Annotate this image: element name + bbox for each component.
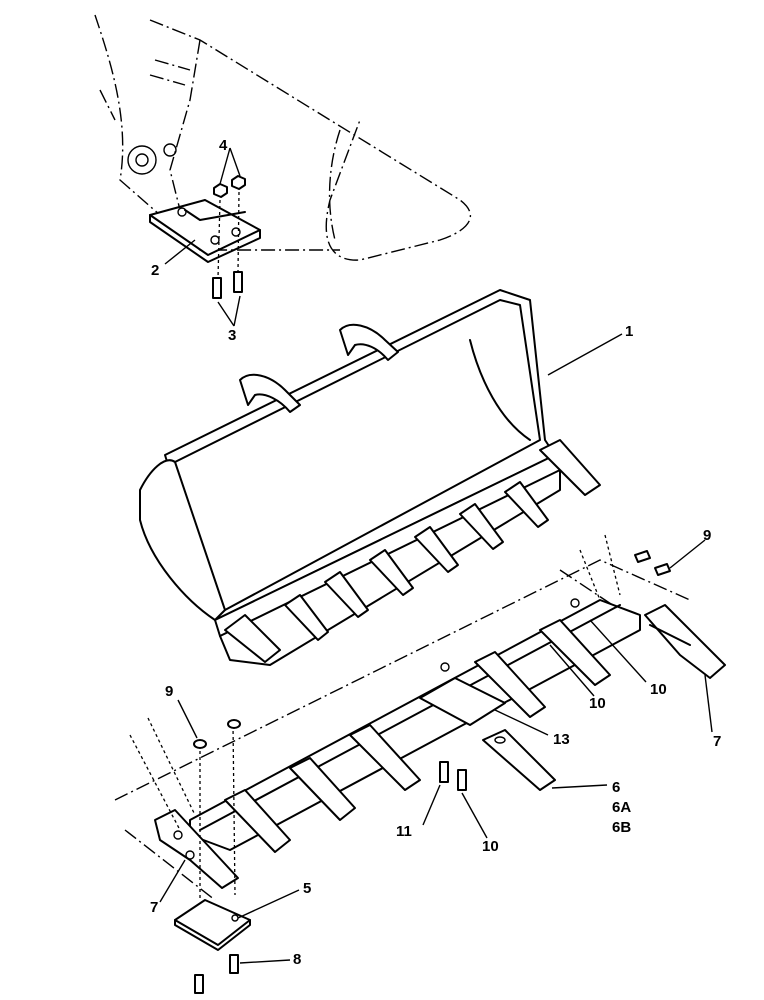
callout-1: 1 <box>625 323 633 340</box>
loader-arm-phantom <box>94 14 472 261</box>
callout-3: 3 <box>228 327 236 344</box>
callout-7-left: 7 <box>150 899 158 916</box>
callout-6: 6 <box>612 779 620 796</box>
cutting-edge-exploded <box>114 559 691 901</box>
end-tooth-7-right <box>644 604 726 679</box>
leader-lines <box>159 147 713 964</box>
pins-9-right <box>579 534 671 601</box>
callout-10-a: 10 <box>650 681 667 698</box>
pins-9-left <box>129 717 241 900</box>
bolts-10-11 <box>439 761 467 791</box>
callout-9-right: 9 <box>703 527 711 544</box>
edge-teeth-row <box>224 619 611 853</box>
mounting-plate-2 <box>149 199 261 263</box>
plate-5 <box>174 899 251 951</box>
callout-10-c: 10 <box>482 838 499 855</box>
callout-13: 13 <box>553 731 570 748</box>
bolts-8 <box>194 954 239 994</box>
end-tooth-7-left <box>154 809 239 889</box>
bolts-3 <box>212 271 243 299</box>
callout-10-b: 10 <box>589 695 606 712</box>
bucket-1 <box>139 289 601 666</box>
callout-labels: 1 2 3 4 5 6 6A 6B 7 7 8 9 9 10 10 10 11 … <box>150 137 721 968</box>
callout-2: 2 <box>151 262 159 279</box>
callout-7-right: 7 <box>713 733 721 750</box>
tooth-6 <box>482 729 556 791</box>
callout-4: 4 <box>219 137 228 154</box>
callout-5: 5 <box>303 880 311 897</box>
bucket-teeth-row <box>284 481 549 641</box>
nuts-4 <box>213 175 246 279</box>
callout-6a: 6A <box>612 799 631 816</box>
callout-9-left: 9 <box>165 683 173 700</box>
callout-11: 11 <box>396 823 412 840</box>
callout-8: 8 <box>293 951 301 968</box>
callout-6b: 6B <box>612 819 631 836</box>
